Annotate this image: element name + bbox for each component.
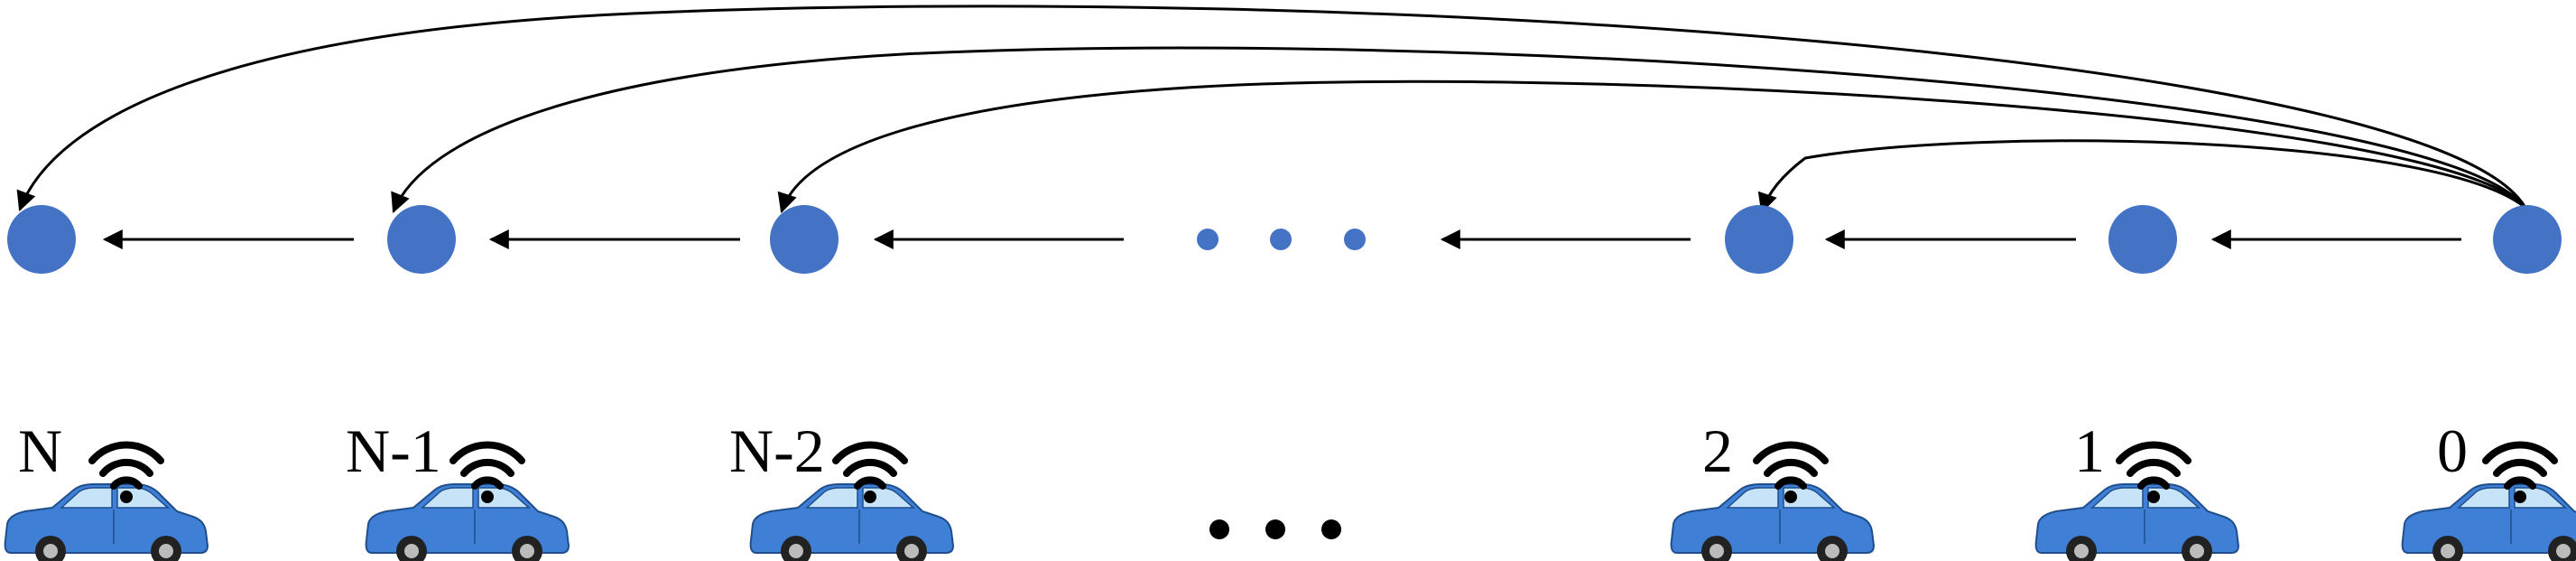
vehicle-ellipsis	[1209, 519, 1341, 539]
vehicle-label: 1	[2074, 416, 2105, 485]
ellipsis-dot-3	[1344, 229, 1366, 250]
ellipsis-dot-1	[1209, 519, 1229, 539]
car-icon	[1670, 483, 1875, 561]
vehicle-label: N	[18, 416, 62, 485]
vehicle-label: N-1	[346, 416, 441, 485]
vehicle-label: 0	[2437, 416, 2468, 485]
node-1	[2108, 205, 2177, 274]
nodes	[7, 205, 2562, 274]
arc-leader-to-node-N-1	[391, 46, 2527, 214]
ellipsis-dot-3	[1321, 519, 1341, 539]
vehicle-0: 0	[2401, 416, 2576, 561]
car-icon	[2034, 483, 2239, 561]
car-icon	[4, 483, 208, 561]
ellipsis-dot-2	[1270, 229, 1292, 250]
vehicle-label: 2	[1702, 416, 1733, 485]
arc-leader-to-node-N-2	[777, 79, 2527, 214]
node-N-1	[387, 205, 456, 274]
vehicle-label: N-2	[729, 416, 825, 485]
vehicle-1: 1	[2034, 416, 2239, 561]
vehicle-2: 2	[1670, 416, 1875, 561]
arc-leader-to-node-2	[1757, 139, 2526, 214]
car-icon	[2401, 483, 2576, 561]
vehicle-N-2: N-2	[729, 416, 954, 561]
node-0	[2493, 205, 2562, 274]
leader-broadcast-arcs	[16, 5, 2527, 214]
node-N	[7, 205, 76, 274]
ellipsis-dot-2	[1265, 519, 1285, 539]
ellipsis-dot-1	[1197, 229, 1219, 250]
node-2	[1725, 205, 1793, 274]
car-icon	[365, 483, 570, 561]
car-icon	[749, 483, 954, 561]
arc-leader-to-node-N	[16, 5, 2527, 212]
vehicle-N-1: N-1	[346, 416, 570, 561]
vehicle-N: N	[4, 416, 208, 561]
node-N-2	[770, 205, 839, 274]
